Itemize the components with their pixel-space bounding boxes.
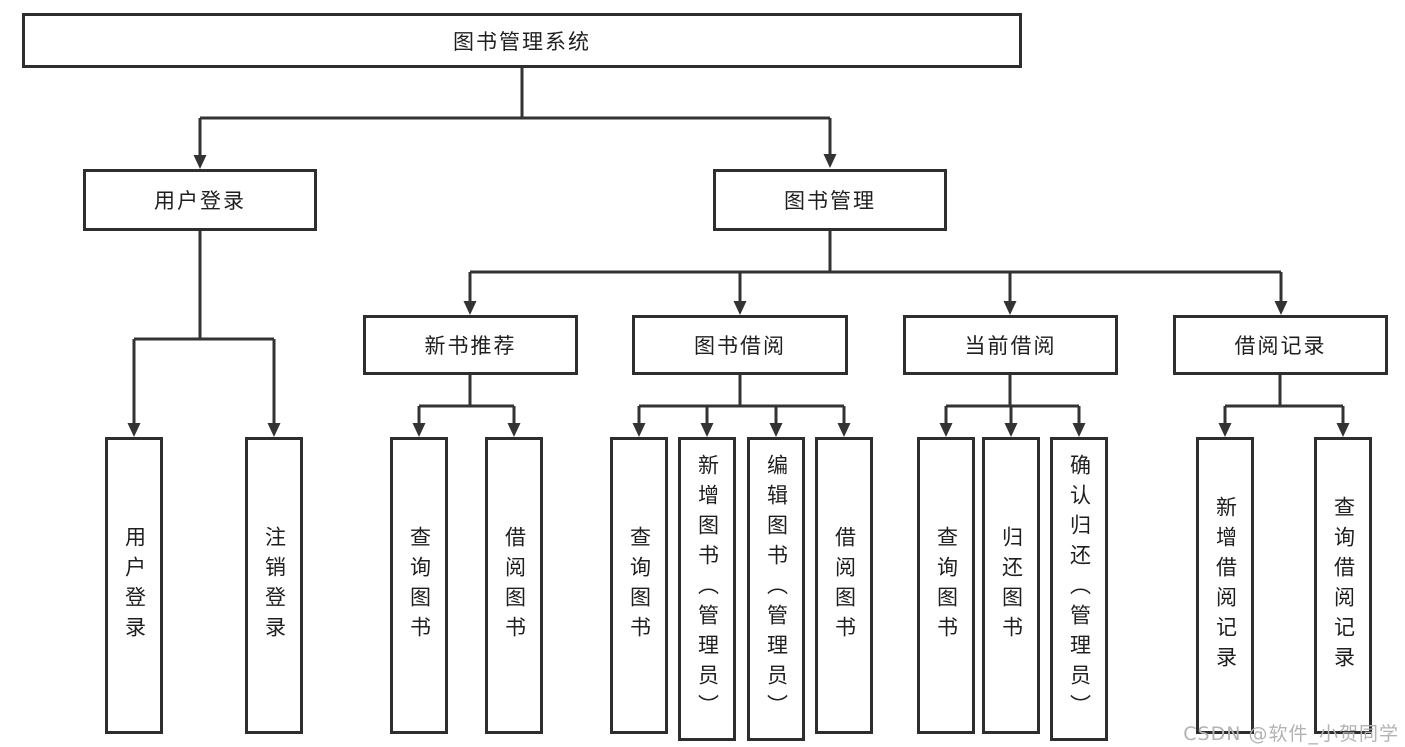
node-leaf-edit-books-admin: 编辑图书（管理员） [747, 437, 805, 741]
node-label: 查询图书 [407, 525, 432, 646]
node-leaf-borrow-books-2: 借阅图书 [815, 437, 873, 734]
node-borrowing-records: 借阅记录 [1173, 315, 1388, 375]
node-leaf-confirm-return-admin: 确认归还（管理员） [1050, 437, 1108, 741]
node-leaf-logout: 注销登录 [245, 437, 303, 734]
arrowhead-icon [463, 301, 477, 315]
node-leaf-add-borrow-record: 新增借阅记录 [1196, 437, 1254, 734]
connectors-current-borrowing-children [939, 375, 1086, 437]
node-current-borrowing: 当前借阅 [903, 315, 1118, 375]
arrowhead-icon [769, 423, 783, 437]
node-leaf-query-books-2: 查询图书 [610, 437, 668, 734]
node-label: 用户登录 [122, 525, 147, 646]
node-user-login: 用户登录 [83, 169, 317, 231]
node-label: 查询借阅记录 [1331, 495, 1356, 676]
node-leaf-query-books-1: 查询图书 [390, 437, 448, 734]
node-label: 新增借阅记录 [1213, 495, 1238, 676]
node-leaf-query-books-3: 查询图书 [917, 437, 975, 734]
arrowhead-icon [1004, 423, 1018, 437]
node-label: 归还图书 [999, 525, 1024, 646]
arrowhead-icon [1003, 301, 1017, 315]
connectors-borrowing-records-children [1218, 375, 1350, 437]
arrowhead-icon [1274, 301, 1288, 315]
csdn-watermark: CSDN @软件_小贺同学 [1183, 723, 1399, 745]
connectors-root-to-level2 [193, 68, 837, 169]
arrowhead-icon [1072, 423, 1086, 437]
arrowhead-icon [412, 423, 426, 437]
arrowhead-icon [127, 423, 141, 437]
node-book-management: 图书管理 [713, 169, 947, 231]
connectors-user-login-children [127, 231, 281, 437]
arrowhead-icon [1218, 423, 1232, 437]
arrowhead-icon [193, 155, 207, 169]
node-leaf-user-login: 用户登录 [105, 437, 163, 734]
node-label: 编辑图书（管理员） [764, 454, 789, 724]
node-label: 确认归还（管理员） [1067, 454, 1092, 724]
arrowhead-icon [267, 423, 281, 437]
node-new-book-recommendation: 新书推荐 [363, 315, 578, 375]
node-leaf-query-borrow-record: 查询借阅记录 [1314, 437, 1372, 734]
connectors-book-management-children [463, 231, 1288, 315]
node-label: 借阅图书 [832, 525, 857, 646]
arrowhead-icon [507, 423, 521, 437]
arrowhead-icon [1336, 423, 1350, 437]
node-leaf-return-books: 归还图书 [982, 437, 1040, 734]
node-label: 借阅图书 [502, 525, 527, 646]
arrowhead-icon [733, 301, 747, 315]
arrowhead-icon [939, 423, 953, 437]
arrowhead-icon [837, 423, 851, 437]
node-label: 查询图书 [934, 525, 959, 646]
arrowhead-icon [700, 423, 714, 437]
arrowhead-icon [632, 423, 646, 437]
node-label: 查询图书 [627, 525, 652, 646]
connectors-new-book-recommendation-children [412, 375, 521, 437]
node-label: 新增图书（管理员） [695, 454, 720, 724]
arrowhead-icon [823, 154, 837, 168]
node-book-borrowing: 图书借阅 [632, 315, 848, 375]
connectors-book-borrowing-children [632, 375, 851, 437]
node-leaf-borrow-books-1: 借阅图书 [485, 437, 543, 734]
node-label: 注销登录 [262, 525, 287, 646]
node-leaf-add-books-admin: 新增图书（管理员） [678, 437, 736, 741]
node-library-management-system: 图书管理系统 [22, 13, 1022, 68]
